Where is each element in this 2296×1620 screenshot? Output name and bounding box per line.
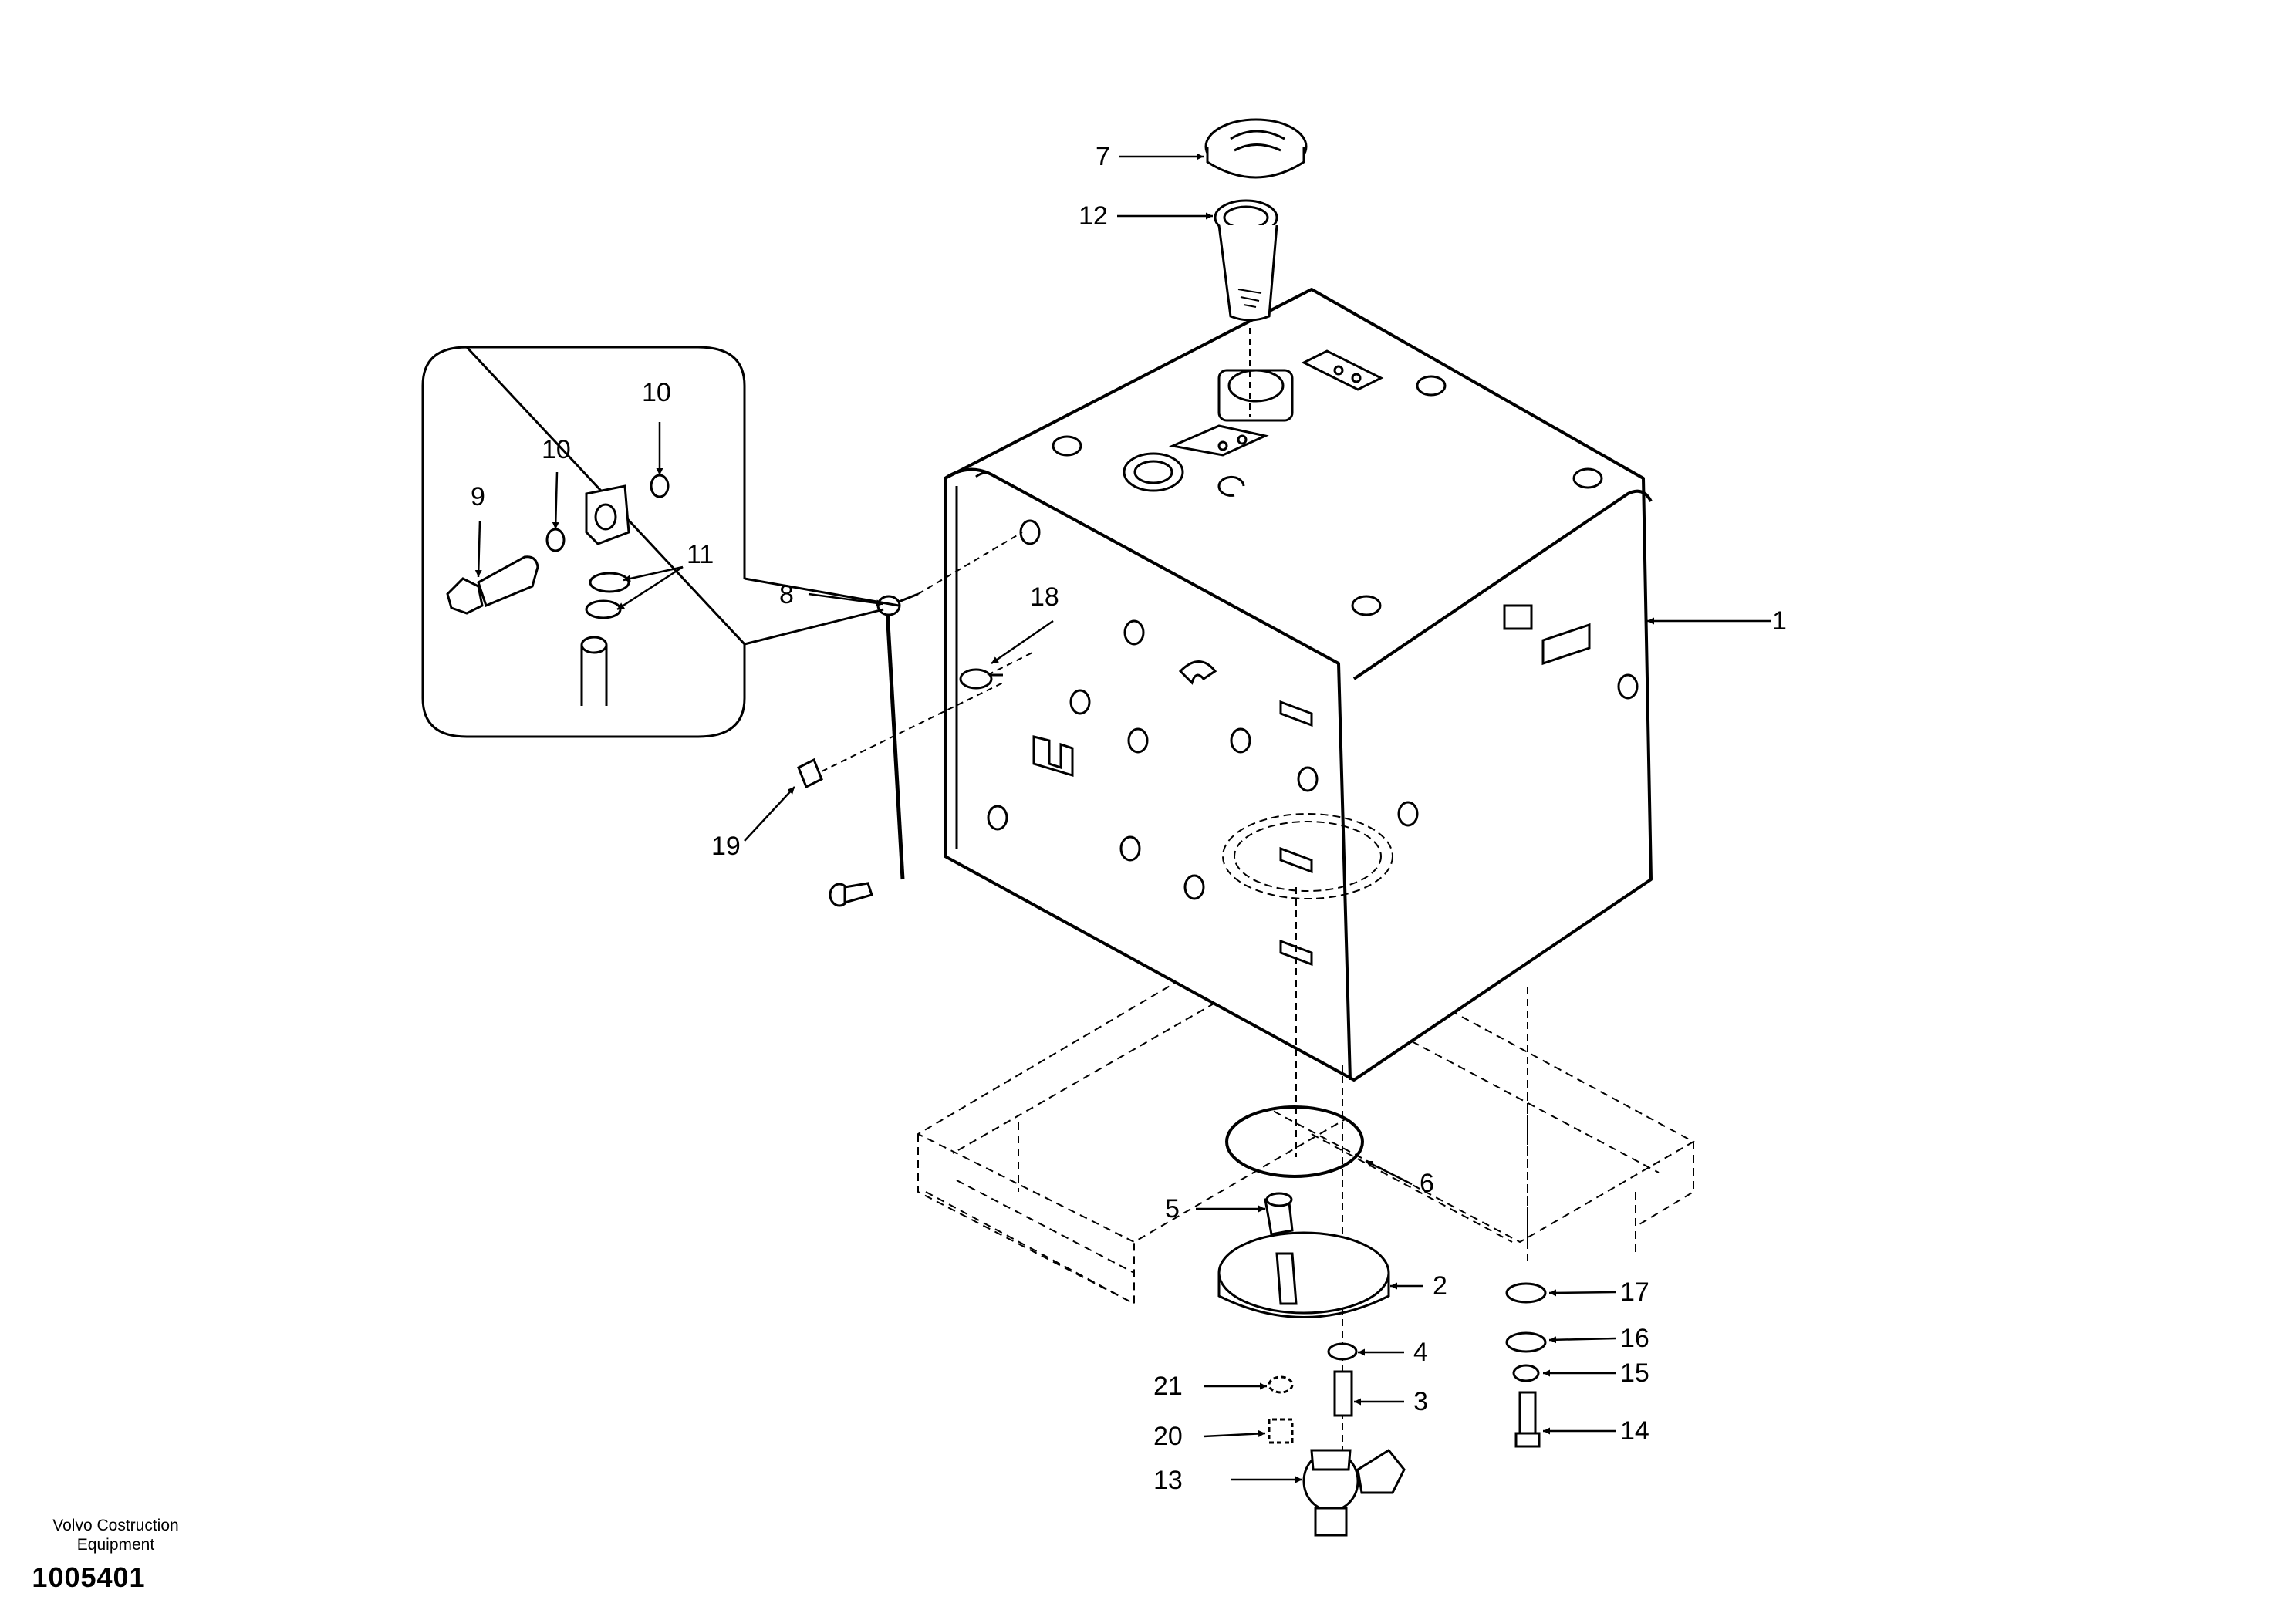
- callout-17: 17: [1620, 1277, 1649, 1307]
- callout-18: 18: [1030, 582, 1059, 612]
- leader-arrows: [474, 153, 1771, 1483]
- callout-8: 8: [779, 580, 794, 609]
- drawing-number: 1005401: [32, 1561, 146, 1593]
- callout-15: 15: [1620, 1358, 1649, 1388]
- sender-ring-outline: [1222, 813, 1393, 899]
- company-name-line2: Equipment: [76, 1536, 155, 1554]
- callout-19: 19: [711, 832, 741, 861]
- gauge-leader-lines: [821, 532, 1035, 772]
- callout-13: 13: [1153, 1466, 1183, 1495]
- bottom-parts: [1217, 1105, 1547, 1537]
- callout-5: 5: [1165, 1194, 1180, 1223]
- callout-20: 20: [1153, 1422, 1183, 1451]
- callout-10a: 10: [542, 435, 571, 464]
- callout-14: 14: [1620, 1416, 1649, 1446]
- tank-side-fittings: [987, 519, 1639, 967]
- callout-10b: 10: [642, 378, 671, 407]
- filler-assembly: [1204, 118, 1308, 322]
- callout-2: 2: [1433, 1271, 1447, 1301]
- callout-4: 4: [1413, 1338, 1428, 1367]
- callout-labels: 1 2 3 4 5 6 7 8 9 10 10 11 12 13 14 15 1…: [471, 142, 1787, 1495]
- callout-1: 1: [1772, 606, 1787, 636]
- fuel-tank: [944, 288, 1653, 1082]
- callout-16: 16: [1620, 1324, 1649, 1353]
- callout-21: 21: [1153, 1372, 1183, 1401]
- callout-11: 11: [687, 540, 714, 569]
- callout-3: 3: [1413, 1387, 1428, 1416]
- company-name-line1: Volvo Costruction: [52, 1517, 179, 1534]
- o-ring-6: [1225, 1105, 1364, 1178]
- callout-7: 7: [1096, 142, 1110, 171]
- inset-parts: [446, 474, 670, 706]
- callout-9: 9: [471, 482, 485, 511]
- callout-12: 12: [1079, 201, 1108, 231]
- detail-inset: [421, 346, 900, 738]
- callout-6: 6: [1420, 1169, 1434, 1198]
- tank-top-fittings: [1052, 349, 1603, 616]
